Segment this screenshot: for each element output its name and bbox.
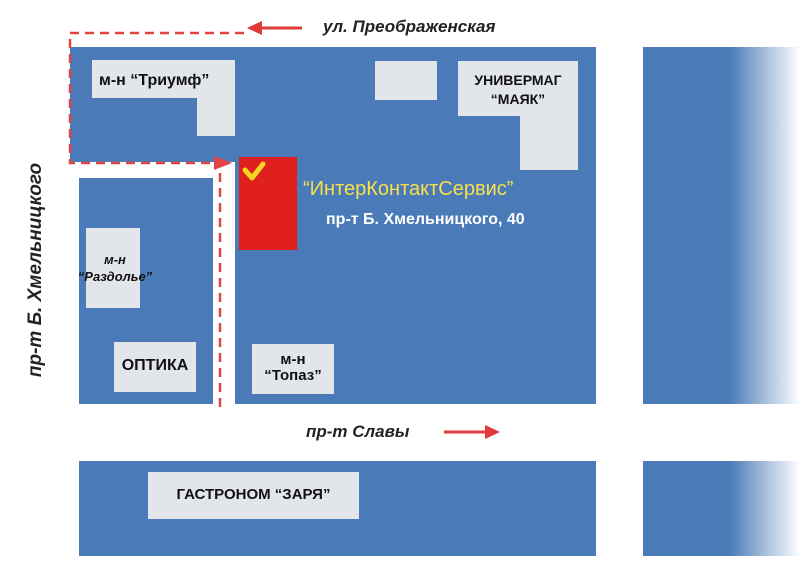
building-topaz	[252, 344, 334, 394]
store-label-razdolye-line2: “Раздолье”	[77, 269, 153, 284]
store-label-univermag-line2: “МАЯК”	[490, 91, 546, 107]
building-razdolye	[86, 228, 140, 308]
route-path	[68, 31, 244, 410]
check-marker-icon	[242, 161, 266, 181]
company-address: пр-т Б. Хмельницкого, 40	[326, 211, 525, 228]
building-univermag	[458, 61, 578, 116]
building-triumph	[92, 60, 235, 98]
store-label-gastronom: ГАСТРОНОМ “ЗАРЯ”	[176, 486, 331, 503]
store-label-topaz: м-н “Топаз”	[252, 352, 334, 384]
block-right-top	[643, 47, 800, 404]
building-univermag-annex	[520, 116, 578, 170]
street-label-preobrazhenskaya: ул. Преображенская	[323, 17, 496, 36]
store-label-triumph: м-н “Триумф”	[99, 72, 210, 89]
building-triumph-annex	[197, 98, 235, 136]
store-label-razdolye-line1: м-н	[104, 252, 126, 267]
building-gastronom	[148, 472, 359, 519]
store-label-univermag: УНИВЕРМАГ “МАЯК”	[458, 71, 578, 109]
company-name: “ИнтерКонтактСервис”	[303, 178, 514, 200]
building-small	[375, 61, 437, 100]
building-optika	[114, 342, 196, 392]
arrow-right-icon	[444, 425, 500, 439]
arrow-left-icon	[247, 21, 302, 35]
store-label-optika: ОПТИКА	[121, 357, 189, 374]
store-label-topaz-line1: м-н	[280, 351, 306, 368]
store-label-univermag-line1: УНИВЕРМАГ	[474, 72, 562, 88]
route-arrow-icon	[214, 156, 232, 170]
street-label-slavy: пр-т Славы	[306, 422, 410, 441]
store-label-topaz-line2: “Топаз”	[264, 367, 322, 384]
store-label-razdolye: м-н “Раздолье”	[70, 251, 160, 285]
block-right-bottom	[643, 461, 800, 556]
street-label-khmelnitskogo: пр-т Б. Хмельницкого	[25, 162, 46, 378]
